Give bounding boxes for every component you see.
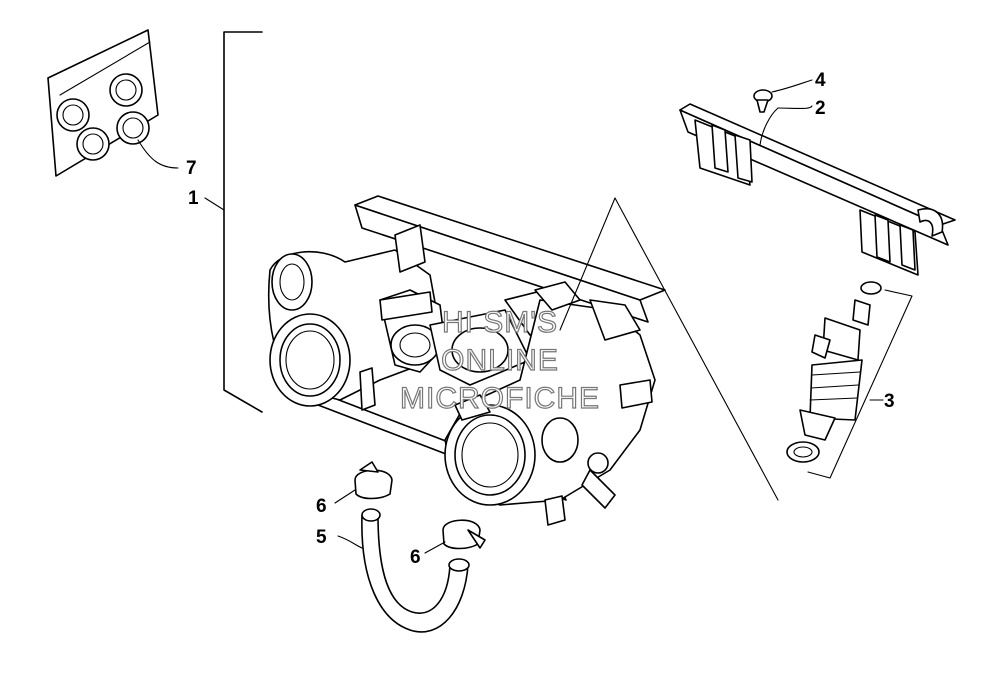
hose-clamp-part-a[interactable] xyxy=(354,461,393,500)
callout-3[interactable]: 3 xyxy=(884,391,895,412)
fuel-rail-part[interactable] xyxy=(679,103,956,276)
watermark-line-3: MICROFICHE xyxy=(400,382,600,415)
gasket-set-part[interactable] xyxy=(47,29,159,177)
callout-6-upper[interactable]: 6 xyxy=(316,496,327,517)
watermark-line-2: ONLINE xyxy=(441,344,559,377)
fuel-injector-part[interactable] xyxy=(786,281,882,463)
callout-5[interactable]: 5 xyxy=(316,527,327,548)
screw-part[interactable] xyxy=(753,89,773,113)
callout-1[interactable]: 1 xyxy=(188,188,199,209)
throttle-body-assembly[interactable] xyxy=(267,195,666,526)
callout-2[interactable]: 2 xyxy=(815,98,826,119)
callout-4[interactable]: 4 xyxy=(815,70,826,91)
hose-part[interactable] xyxy=(361,508,470,633)
watermark-line-1: HI SM'S xyxy=(442,306,558,339)
hose-clamp-part-b[interactable] xyxy=(442,519,486,550)
callout-7[interactable]: 7 xyxy=(186,158,197,179)
callout-6-lower[interactable]: 6 xyxy=(410,547,421,568)
watermark: HI SM'S ONLINE MICROFICHE xyxy=(399,305,600,415)
